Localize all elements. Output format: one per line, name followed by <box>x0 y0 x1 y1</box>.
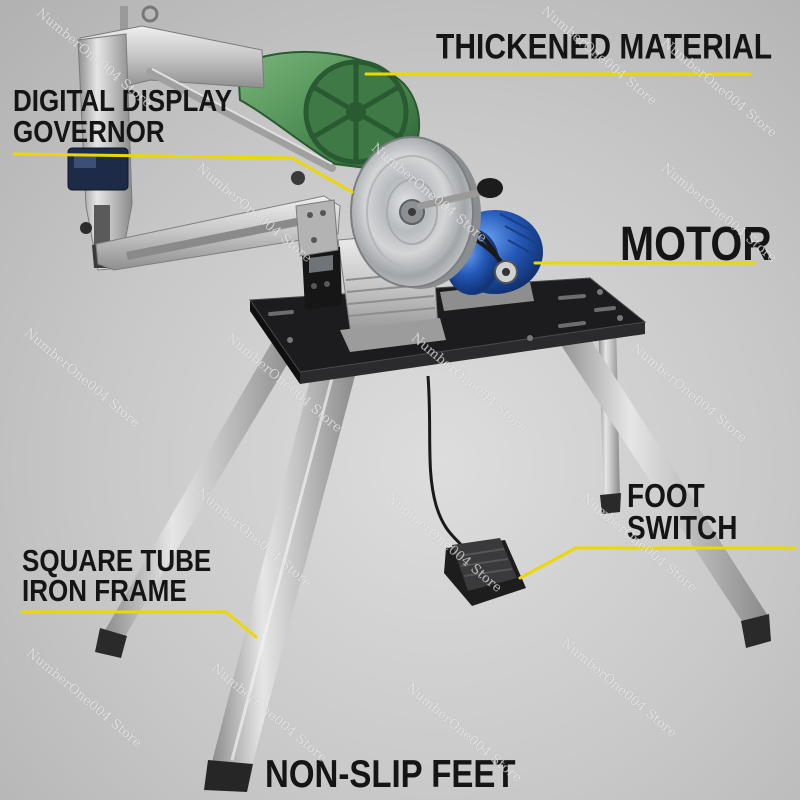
pedal-top <box>452 538 517 591</box>
leg-highlight <box>230 377 334 761</box>
display-screen <box>309 255 333 273</box>
thread-guide-ring <box>141 5 159 23</box>
display-button <box>311 283 317 289</box>
callout-motor: MOTOR <box>620 216 772 271</box>
needle-bar <box>94 205 110 245</box>
plate-hole <box>617 315 623 321</box>
leg-tube <box>104 342 298 638</box>
pedal-ridge <box>457 548 505 557</box>
horn-arm <box>95 171 341 271</box>
handwheel-ring <box>386 179 438 245</box>
bracket-bolt <box>311 237 317 243</box>
callout-non-slip-feet: NON-SLIP FEET <box>265 751 516 796</box>
display-button <box>324 281 330 287</box>
governor-screen <box>74 156 96 168</box>
foot-pedal <box>444 538 526 606</box>
motor-fin <box>499 213 531 231</box>
callout-square-tube: SQUARE TUBE <box>22 542 212 579</box>
plate-hole <box>527 335 533 341</box>
cooling-fin <box>347 295 435 305</box>
leg-tube <box>212 372 356 766</box>
flywheel-housing <box>236 50 421 174</box>
digital-display-box <box>302 247 342 310</box>
cooling-fin <box>348 307 436 317</box>
leader-line-governor <box>12 152 354 194</box>
callout-governor: GOVERNOR <box>13 113 165 150</box>
motor-fin <box>507 239 541 259</box>
callout-iron-frame: IRON FRAME <box>22 572 187 609</box>
leader-line-square-tube <box>20 610 258 639</box>
flywheel-hub <box>346 102 366 122</box>
sewing-head <box>67 33 133 271</box>
foot-cap <box>204 760 253 792</box>
hub-center <box>408 208 416 216</box>
motor-fin <box>504 225 539 245</box>
leg-front-right <box>555 332 771 648</box>
foot-cap <box>741 614 771 648</box>
plate-slot <box>594 306 616 312</box>
plate-hole <box>597 289 603 295</box>
foot-cap <box>95 628 127 658</box>
foot-cap <box>600 493 621 514</box>
callout-digital-display: DIGITAL DISPLAY <box>13 82 233 119</box>
handle-arm <box>416 188 486 210</box>
horn-frame-gap <box>126 214 318 260</box>
callout-switch: SWITCH <box>627 509 738 547</box>
leg-back-left <box>95 342 298 658</box>
stitch-regulator-knob <box>291 171 305 185</box>
plate-slot <box>268 310 294 316</box>
handle-knob <box>477 178 503 198</box>
link-rod-highlight <box>151 68 333 165</box>
plate-slot <box>558 321 586 328</box>
handwheel <box>350 136 503 289</box>
handwheel-ring <box>366 155 458 269</box>
thread-guide-post <box>120 6 128 30</box>
pedal-ridge <box>460 558 509 567</box>
bracket-bolt <box>307 212 313 218</box>
leader-line-foot-switch <box>518 546 797 580</box>
support-bracket <box>295 199 339 257</box>
tension-knob <box>80 222 92 234</box>
leg-tube <box>555 332 768 624</box>
plate-front-edge <box>300 322 645 384</box>
pulley-hub <box>502 268 510 276</box>
link-rod <box>146 68 336 172</box>
plate-slot <box>558 294 586 300</box>
plate-hole <box>287 337 293 343</box>
housing-flange <box>340 318 446 352</box>
leg-front-left <box>204 372 356 792</box>
pedal-ridge <box>463 568 513 577</box>
bracket-bolt <box>320 210 326 216</box>
callout-thickened-material: THICKENED MATERIAL <box>436 27 773 67</box>
callout-foot: FOOT <box>627 477 705 515</box>
plate-left-edge <box>250 300 300 384</box>
power-cable <box>426 375 464 547</box>
